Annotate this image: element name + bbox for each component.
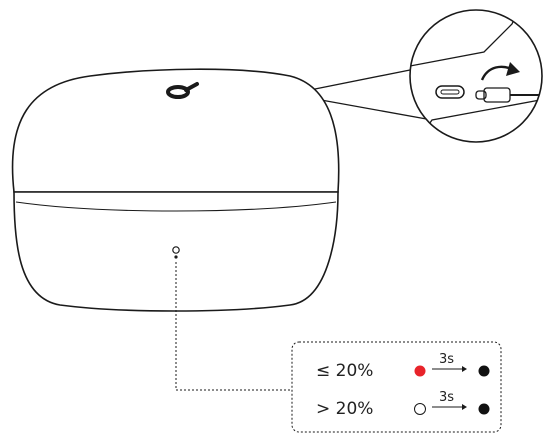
arrow-right-icon — [432, 404, 467, 410]
duration-label: 3s — [439, 352, 454, 367]
usb-c-port-icon — [435, 85, 465, 99]
led-legend: ≤ 20% 3s > 20% 3s — [291, 341, 502, 433]
battery-threshold-label: > 20% — [316, 399, 373, 419]
case-lid — [11, 68, 340, 193]
usb-c-cable-icon — [475, 87, 542, 103]
case-seam — [15, 201, 337, 212]
zoom-leader-lines — [309, 69, 433, 121]
arrow-right-icon — [432, 366, 467, 372]
red-dot-icon — [414, 365, 426, 377]
led-indicator-icon — [172, 246, 180, 254]
battery-threshold-label: ≤ 20% — [316, 361, 373, 381]
legend-box — [291, 341, 502, 433]
black-dot-icon — [478, 403, 490, 415]
led-indicator-dot — [174, 255, 178, 259]
logo-d-icon — [166, 82, 199, 99]
legend-row: ≤ 20% 3s — [316, 352, 490, 381]
hollow-circle-icon — [414, 403, 426, 415]
zoom-detail — [409, 9, 543, 143]
black-dot-icon — [478, 365, 490, 377]
duration-label: 3s — [439, 390, 454, 405]
legend-row: > 20% 3s — [316, 390, 490, 419]
curved-arrow-icon — [480, 62, 520, 81]
dotted-leader-line — [175, 262, 292, 391]
